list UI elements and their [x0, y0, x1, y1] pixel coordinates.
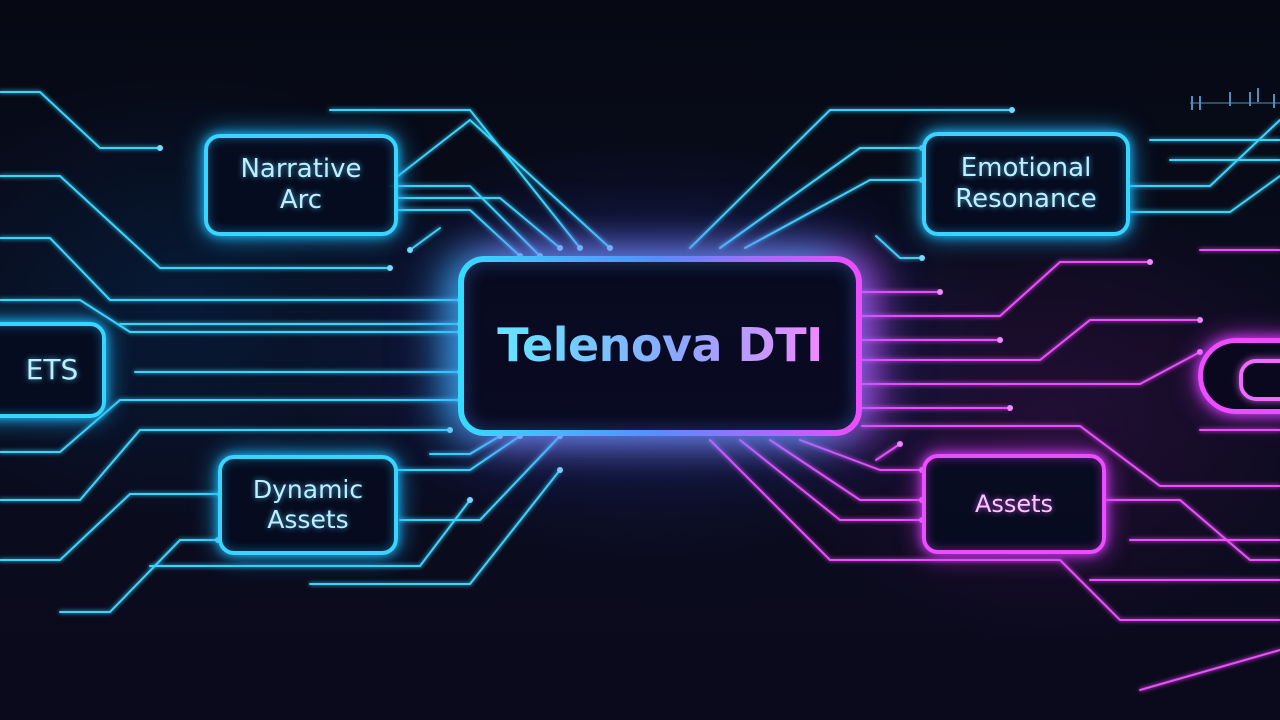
partial-capsule-node [1198, 338, 1280, 414]
capsule-ring-icon [1239, 359, 1280, 401]
emotional-resonance-label: Emotional Resonance [955, 152, 1097, 214]
central-hub-label: Telenova DTI [497, 318, 823, 373]
dynamic-assets-node: Dynamic Assets [218, 455, 398, 555]
narrative-arc-label: Narrative Arc [240, 153, 362, 215]
dynamic-assets-label: Dynamic Assets [252, 475, 364, 534]
assets-label: Assets [974, 489, 1054, 518]
emotional-resonance-node: Emotional Resonance [922, 132, 1130, 236]
ets-node: ETS [0, 322, 106, 418]
ets-label: ETS [25, 353, 79, 387]
narrative-arc-node: Narrative Arc [204, 134, 398, 236]
central-hub-node: Telenova DTI [458, 256, 862, 436]
assets-node: Assets [922, 454, 1106, 554]
